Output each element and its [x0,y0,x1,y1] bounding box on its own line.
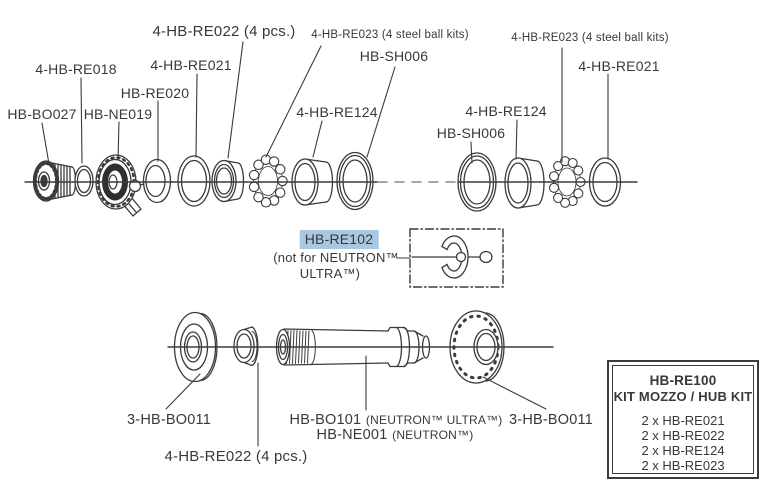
spring-clip-drawing [441,235,469,279]
part-number: HB-NE001 [316,427,388,443]
kit-item: 2 x HB-RE021 [641,413,725,428]
part-label-3-hb-bo011-right: 3-HB-BO011 [509,412,593,428]
part-4-hb-re021-left-drawing [177,155,211,207]
part-label-hb-re102-highlighted[interactable]: HB-RE102 [299,230,379,250]
part-hb-sh006-left-drawing [336,151,374,211]
part-label-hb-sh006-top: HB-SH006 [359,48,429,64]
part-hb-bo027-drawing [32,160,77,202]
part-label-hb-re020: HB-RE020 [120,85,190,101]
part-label-hb-bo027: HB-BO027 [7,106,77,122]
kit-title: KIT MOZZO / HUB KIT [613,389,753,404]
clip-detail-box [396,228,504,288]
kit-items-list: 2 x HB-RE021 2 x HB-RE022 2 x HB-RE124 2… [613,413,753,473]
part-number: HB-BO101 [289,412,362,428]
part-label-4-hb-re021-left: 4-HB-RE021 [150,57,232,73]
part-label-4-hb-re124-left: 4-HB-RE124 [296,104,378,120]
part-4-hb-re023-left-drawing [248,154,288,208]
part-hb-ne019-drawing [95,154,148,217]
part-label-4-hb-re022-top: 4-HB-RE022 (4 pcs.) [152,23,296,40]
part-4-hb-re124-right-drawing [504,157,545,209]
part-4-hb-re022-bottom-drawing [233,326,259,367]
part-4-hb-re018-drawing [74,165,94,197]
part-label-4-hb-re023-right: 4-HB-RE023 (4 steel ball kits) [511,32,669,44]
kit-part-number: HB-RE100 [649,373,717,388]
part-label-hb-ne001: HB-NE001 (NEUTRON™) [317,426,474,444]
bottom-leader-lines [165,355,547,447]
part-variant: (NEUTRON™) [392,428,474,442]
part-label-hb-ne019: HB-NE019 [83,106,153,122]
re102-note-line1: (not for NEUTRON™ [273,250,399,265]
part-variant: (NEUTRON™ ULTRA™) [365,413,503,427]
kit-item: 2 x HB-RE124 [641,443,725,458]
part-label-4-hb-re023-left: 4-HB-RE023 (4 steel ball kits) [311,29,469,41]
part-label-4-hb-re124-right: 4-HB-RE124 [465,103,547,119]
part-label-4-hb-re022-bottom: 4-HB-RE022 (4 pcs.) [164,448,308,465]
part-4-hb-re022-drawing [211,159,245,203]
re102-note-line2: ULTRA™) [299,266,361,281]
kit-item: 2 x HB-RE022 [641,428,725,443]
part-label-4-hb-re021-right: 4-HB-RE021 [578,58,660,74]
part-label-3-hb-bo011-left: 3-HB-BO011 [127,412,211,428]
hub-kit-box-inner: HB-RE100 KIT MOZZO / HUB KIT 2 x HB-RE02… [612,365,754,474]
part-label-hb-bo101: HB-BO101 (NEUTRON™ ULTRA™) [290,411,503,429]
kit-item: 2 x HB-RE023 [641,458,725,473]
part-hb-re020-drawing [142,158,172,204]
part-label-4-hb-re018: 4-HB-RE018 [35,61,117,77]
hub-kit-box: HB-RE100 KIT MOZZO / HUB KIT 2 x HB-RE02… [607,360,759,479]
part-label-hb-sh006-right: HB-SH006 [436,125,506,141]
top-leader-lines [41,41,609,165]
